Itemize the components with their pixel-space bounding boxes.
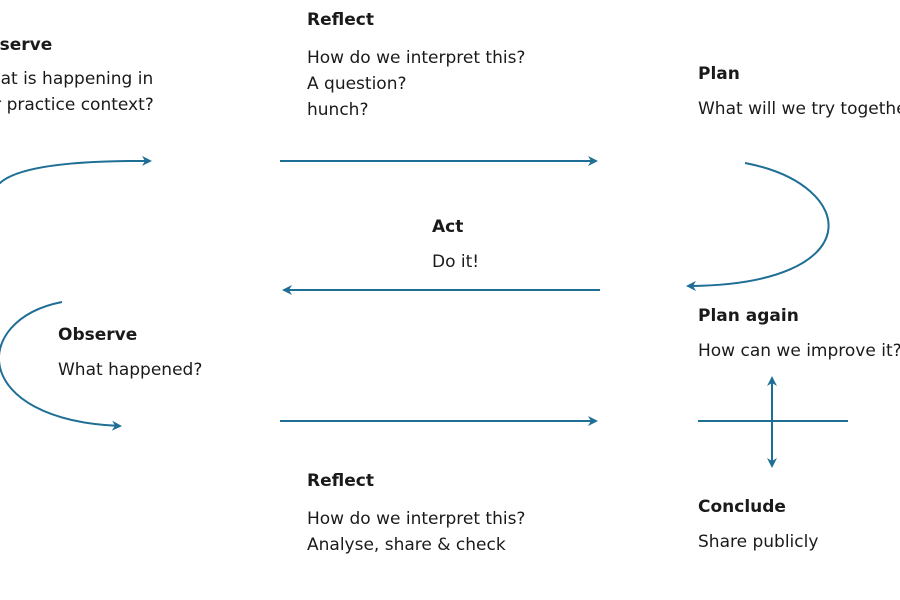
step-observe-1: Observe What is happening in our practic… <box>0 34 154 118</box>
step-reflect-1: Reflect How do we interpret this? A ques… <box>307 9 525 123</box>
step-title: Plan again <box>698 306 799 326</box>
step-description: Do it! <box>432 249 479 275</box>
description-line: What is happening in <box>0 69 154 89</box>
description-line: Analyse, share & check <box>307 535 506 555</box>
arrow-plan-loop-to-act <box>686 162 830 291</box>
step-title: Reflect <box>307 10 374 30</box>
description-line: our practice context? <box>0 95 154 115</box>
description-line: A question? <box>307 74 407 94</box>
step-conclude: Conclude Share publicly <box>698 496 818 555</box>
step-title: Conclude <box>698 497 786 517</box>
arrow-observe-to-reflect <box>0 155 152 185</box>
step-title: Observe <box>58 325 138 345</box>
description-line: How can we improve it? <box>698 341 900 361</box>
step-description: What is happening in our practice contex… <box>0 66 154 118</box>
step-description: How do we interpret this? A question? hu… <box>307 45 525 123</box>
step-observe-2: Observe What happened? <box>58 324 202 383</box>
description-line: Do it! <box>432 252 480 272</box>
step-title: Observe <box>0 35 53 55</box>
step-description: Share publicly <box>698 529 818 555</box>
description-line: hunch? <box>307 100 369 120</box>
step-act: Act Do it! <box>432 216 479 275</box>
arrow-loop-to-observe <box>0 301 122 431</box>
step-plan-again: Plan again How can we improve it? <box>698 305 900 364</box>
step-description: How do we interpret this? Analyse, share… <box>307 506 525 558</box>
step-reflect-2: Reflect How do we interpret this? Analys… <box>307 470 525 558</box>
step-title: Act <box>432 217 464 237</box>
step-description: How can we improve it? <box>698 338 900 364</box>
description-line: How do we interpret this? <box>307 509 526 529</box>
description-line: Share publicly <box>698 532 819 552</box>
description-line: How do we interpret this? <box>307 48 526 68</box>
description-line: What will we try together? <box>698 99 900 119</box>
step-description: What will we try together? <box>698 96 900 122</box>
step-title: Reflect <box>307 471 374 491</box>
step-plan: Plan What will we try together? <box>698 63 900 122</box>
step-title: Plan <box>698 64 740 84</box>
description-line: What happened? <box>58 360 203 380</box>
step-description: What happened? <box>58 357 202 383</box>
